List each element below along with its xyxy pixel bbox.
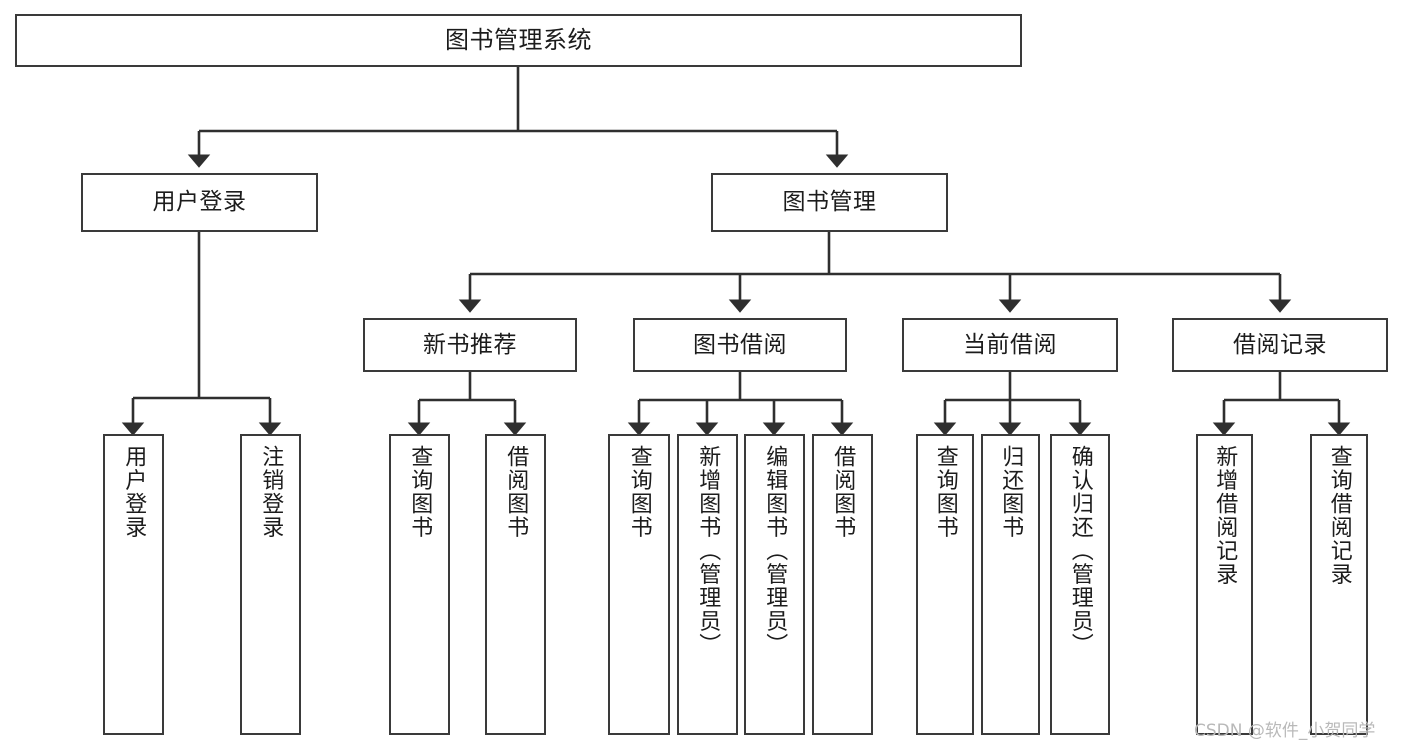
leaf-query-book-borrow[interactable]: 查询图书 <box>608 434 670 735</box>
leaf-user-login[interactable]: 用户登录 <box>103 434 164 735</box>
leaf-add-book-admin[interactable]: 新增图书（管理员） <box>677 434 738 735</box>
leaf-query-book-new-rec[interactable]: 查询图书 <box>389 434 450 735</box>
node-label: 归还图书 <box>998 445 1024 539</box>
node-label: 图书管理 <box>782 189 877 216</box>
leaf-edit-book-admin[interactable]: 编辑图书（管理员） <box>744 434 805 735</box>
node-label: 查询借阅记录 <box>1326 445 1352 586</box>
node-label: 借阅图书 <box>503 445 529 539</box>
node-label: 查询图书 <box>932 445 958 539</box>
leaf-borrow-book[interactable]: 借阅图书 <box>812 434 873 735</box>
node-label: 编辑图书（管理员） <box>762 445 788 657</box>
leaf-add-borrow-record[interactable]: 新增借阅记录 <box>1196 434 1253 735</box>
node-label: 注销登录 <box>258 445 284 539</box>
node-label: 查询图书 <box>407 445 433 539</box>
node-label: 新书推荐 <box>423 331 517 358</box>
node-label: 图书借阅 <box>693 331 787 358</box>
node-label: 用户登录 <box>152 189 247 216</box>
node-label: 图书管理系统 <box>445 25 592 54</box>
node-root-book-management-system[interactable]: 图书管理系统 <box>15 14 1022 67</box>
node-book-management[interactable]: 图书管理 <box>711 173 948 232</box>
node-new-book-recommendation[interactable]: 新书推荐 <box>363 318 577 372</box>
node-label: 当前借阅 <box>963 331 1057 358</box>
leaf-logout[interactable]: 注销登录 <box>240 434 301 735</box>
leaf-confirm-return-admin[interactable]: 确认归还（管理员） <box>1050 434 1110 735</box>
node-label: 借阅图书 <box>830 445 856 539</box>
node-label: 借阅记录 <box>1233 331 1327 358</box>
node-label: 确认归还（管理员） <box>1067 445 1093 657</box>
leaf-query-book-current[interactable]: 查询图书 <box>916 434 974 735</box>
node-label: 新增借阅记录 <box>1212 445 1238 586</box>
leaf-borrow-book-new-rec[interactable]: 借阅图书 <box>485 434 546 735</box>
node-label: 用户登录 <box>121 445 147 539</box>
node-current-borrow[interactable]: 当前借阅 <box>902 318 1118 372</box>
node-borrow-record[interactable]: 借阅记录 <box>1172 318 1388 372</box>
node-user-login[interactable]: 用户登录 <box>81 173 318 232</box>
node-book-borrow[interactable]: 图书借阅 <box>633 318 847 372</box>
node-label: 新增图书（管理员） <box>695 445 721 657</box>
leaf-return-book[interactable]: 归还图书 <box>981 434 1040 735</box>
node-label: 查询图书 <box>626 445 652 539</box>
leaf-query-borrow-record[interactable]: 查询借阅记录 <box>1310 434 1368 735</box>
csdn-watermark: CSDN @软件_小贺同学 <box>1194 721 1376 741</box>
